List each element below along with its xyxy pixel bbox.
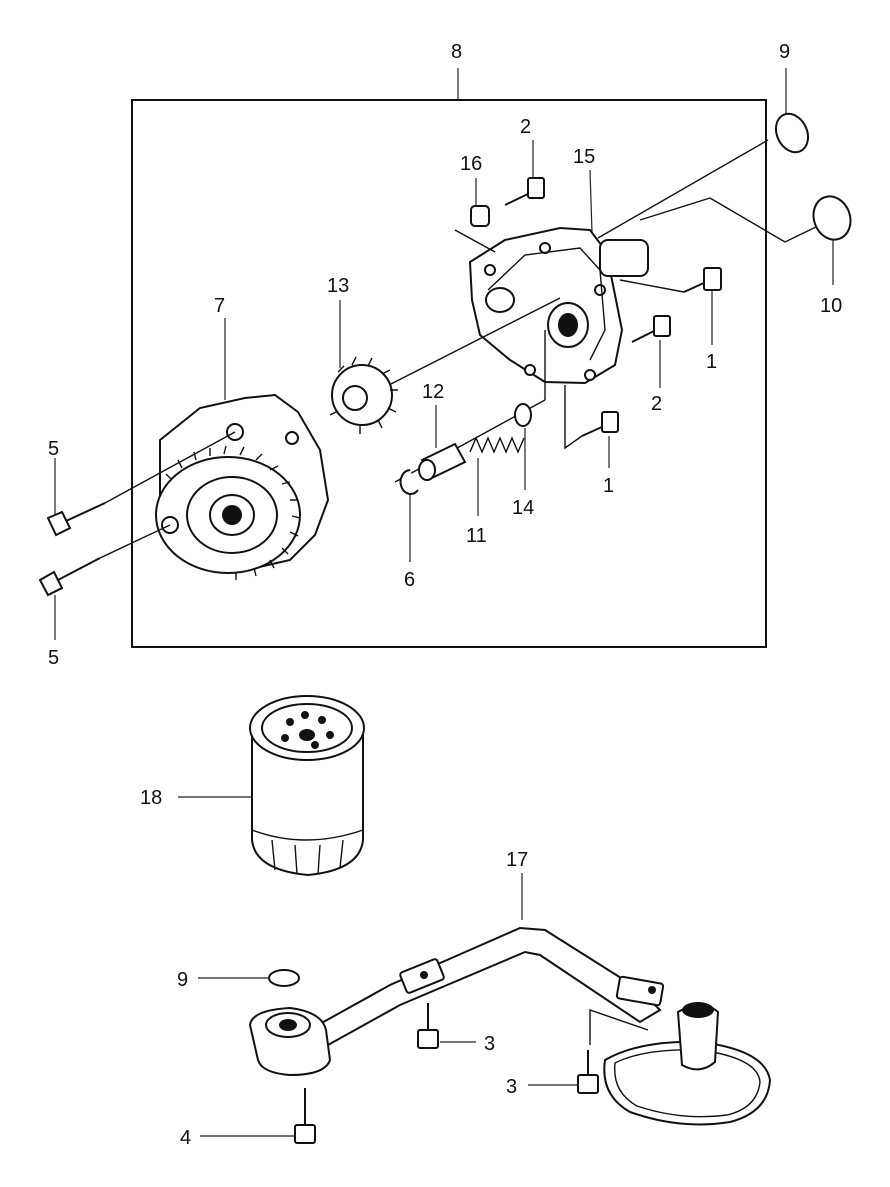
label-14: 14 [512, 497, 534, 519]
label-3-right: 3 [506, 1076, 517, 1098]
label-16: 16 [460, 153, 482, 175]
plug-16 [454, 205, 496, 253]
label-3-center: 3 [484, 1033, 495, 1055]
label-18: 18 [140, 787, 162, 809]
bolt-3-right [577, 1050, 599, 1094]
label-12: 12 [422, 381, 444, 403]
label-5-lower: 5 [48, 647, 59, 669]
label-1-upper: 1 [706, 351, 717, 373]
label-6: 6 [404, 569, 415, 591]
label-10: 10 [820, 295, 842, 317]
label-15: 15 [573, 146, 595, 168]
label-17: 17 [506, 849, 528, 871]
label-8: 8 [451, 41, 462, 63]
bolt-4 [294, 1088, 316, 1144]
label-2-right: 2 [651, 393, 662, 415]
bolt-2-right [631, 315, 671, 343]
leader-lines-9-10 [597, 68, 834, 285]
label-9-top: 9 [779, 41, 790, 63]
label-9-lower: 9 [177, 969, 188, 991]
label-13: 13 [327, 275, 349, 297]
o-ring-9-lower [268, 969, 300, 987]
bolt-5-upper [46, 431, 236, 537]
oil-filter-18 [249, 695, 365, 877]
label-4: 4 [180, 1127, 191, 1149]
label-1-lower: 1 [603, 475, 614, 497]
o-ring-9-top [774, 112, 810, 154]
spring-11 [469, 436, 525, 454]
pump-body-7 [155, 393, 330, 580]
callout-labels: 8 9 10 2 16 15 13 7 1 2 12 14 11 1 6 5 5… [48, 41, 842, 1149]
washer-14 [514, 403, 532, 427]
oil-pump-assembly-frame [131, 99, 767, 648]
valve-12 [418, 442, 467, 481]
label-7: 7 [214, 295, 225, 317]
inner-gear-13 [331, 356, 398, 434]
bolt-1-lower [564, 385, 619, 450]
oil-strainer-17 [248, 926, 772, 1126]
label-11: 11 [466, 525, 487, 547]
bolt-3-center [417, 1003, 439, 1049]
snap-ring-6 [399, 469, 419, 495]
o-ring-10 [812, 195, 852, 241]
leader-15 [589, 169, 593, 233]
bolt-1-upper [619, 267, 722, 293]
label-2-top: 2 [520, 116, 531, 138]
bolt-5-lower [38, 524, 171, 597]
pump-cover-15 [468, 226, 649, 385]
bolt-2-top [504, 177, 545, 206]
label-5-upper: 5 [48, 438, 59, 460]
